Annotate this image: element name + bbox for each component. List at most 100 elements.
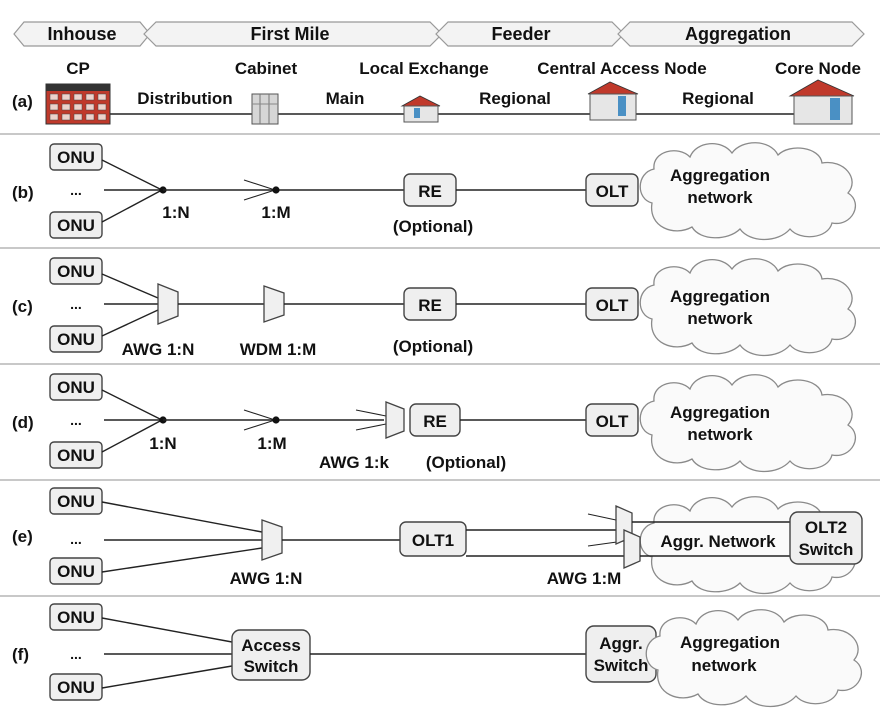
- onu-box: [49, 487, 103, 515]
- row-label-a: (a): [12, 92, 33, 111]
- ellipsis-label: ...: [70, 412, 82, 428]
- fiber-link: [101, 419, 163, 453]
- olt-box: [585, 173, 639, 207]
- ethernet-link: [101, 665, 233, 689]
- segment-aggregation: Aggregation: [685, 24, 791, 44]
- fiber-link: [101, 389, 163, 421]
- split-ratio-label: 1:M: [261, 203, 290, 222]
- onu-label: ONU: [57, 378, 95, 397]
- cabinet-label: Cabinet: [235, 59, 298, 78]
- fiber-link: [101, 159, 163, 191]
- onu-label: ONU: [57, 446, 95, 465]
- row-c: (c) ONU ... ONU AWG 1:N WDM 1:M RE (Opti…: [12, 257, 857, 359]
- core-node-label: Core Node: [775, 59, 861, 78]
- fiber-link: [101, 189, 163, 223]
- awg-multiplexer: [385, 401, 405, 439]
- splitter-fan: [243, 189, 276, 201]
- onu-label: ONU: [57, 678, 95, 697]
- fiber-link: [101, 309, 159, 337]
- row-label-f: (f): [12, 645, 29, 664]
- ellipsis-label: ...: [70, 531, 82, 547]
- central-access-node-label: Central Access Node: [537, 59, 706, 78]
- olt2-switch-box: [789, 511, 863, 565]
- cloud-label: network: [691, 656, 757, 675]
- row-label-d: (d): [12, 413, 34, 432]
- olt-label: OLT: [596, 296, 629, 315]
- awg-label: AWG 1:N: [230, 569, 303, 588]
- regional-label-2: Regional: [682, 89, 754, 108]
- ellipsis-label: ...: [70, 646, 82, 662]
- cloud-label: network: [687, 425, 753, 444]
- fiber-link: [101, 547, 263, 573]
- awg-label: AWG 1:N: [122, 340, 195, 359]
- ethernet-link: [101, 617, 233, 643]
- aggregation-cloud: [639, 374, 857, 473]
- splitter-fan: [243, 179, 276, 191]
- awg-multiplexer: [261, 519, 283, 561]
- building-icon: [45, 83, 111, 125]
- olt-box: [585, 403, 639, 437]
- segment-aggregation-chevron: [617, 21, 865, 47]
- ellipsis-label: ...: [70, 296, 82, 312]
- row-label-c: (c): [12, 297, 33, 316]
- onu-label: ONU: [57, 608, 95, 627]
- re-label: RE: [418, 182, 442, 201]
- aggregation-cloud: [639, 258, 857, 357]
- awg-multiplexer: [623, 529, 641, 569]
- cloud-label-backdrop: [648, 530, 788, 552]
- split-ratio-label: 1:M: [257, 434, 286, 453]
- row-label-e: (e): [12, 527, 33, 546]
- cloud-label: Aggregation: [670, 287, 770, 306]
- segment-first-mile: First Mile: [250, 24, 329, 44]
- optional-label: (Optional): [393, 337, 473, 356]
- onu-box: [49, 673, 103, 701]
- split-ratio-label: 1:N: [162, 203, 189, 222]
- cloud-label: Aggregation: [670, 166, 770, 185]
- onu-label: ONU: [57, 492, 95, 511]
- segment-header: Inhouse First Mile Feeder Aggregation: [13, 21, 865, 47]
- row-b: (b) ONU ... ONU 1:N 1:M RE (Optional) OL…: [12, 142, 857, 241]
- onu-box: [49, 557, 103, 585]
- wdm-multiplexer: [263, 285, 285, 323]
- splitter-fan: [243, 419, 276, 431]
- awg-label: AWG 1:k: [319, 453, 389, 472]
- cp-label: CP: [66, 59, 90, 78]
- splitter-fan: [243, 409, 276, 421]
- olt2-label: OLT2: [805, 518, 847, 537]
- awg-fan: [587, 513, 617, 521]
- optional-label: (Optional): [426, 453, 506, 472]
- onu-label: ONU: [57, 216, 95, 235]
- olt1-label: OLT1: [412, 531, 454, 550]
- re-label: RE: [423, 412, 447, 431]
- cabinet-icon: [251, 93, 279, 125]
- onu-box: [49, 143, 103, 171]
- fiber-link: [101, 273, 159, 299]
- regional-label-1: Regional: [479, 89, 551, 108]
- optional-label: (Optional): [393, 217, 473, 236]
- awg-fan: [355, 409, 387, 417]
- splitter-node: [272, 416, 280, 424]
- split-ratio-label: 1:N: [149, 434, 176, 453]
- olt2-switch-label: Switch: [799, 540, 854, 559]
- distribution-label: Distribution: [137, 89, 232, 108]
- onu-box: [49, 257, 103, 285]
- row-label-b: (b): [12, 183, 34, 202]
- segment-feeder: Feeder: [491, 24, 550, 44]
- ellipsis-label: ...: [70, 182, 82, 198]
- olt1-box: [399, 521, 467, 557]
- onu-label: ONU: [57, 330, 95, 349]
- aggr-switch-label: Switch: [594, 656, 649, 675]
- access-switch-label: Switch: [244, 657, 299, 676]
- awg-multiplexer: [157, 283, 179, 325]
- access-switch-box: [231, 629, 311, 681]
- onu-box: [49, 211, 103, 239]
- olt-box: [585, 287, 639, 321]
- fiber-link: [101, 501, 263, 533]
- row-d: (d) ONU ... ONU 1:N 1:M AWG 1:k RE (Opti…: [12, 373, 857, 473]
- cloud-label: Aggr. Network: [660, 532, 776, 551]
- row-e: (e) ONU ... ONU AWG 1:N OLT1 Aggr. Netwo…: [12, 487, 863, 595]
- row-a: (a) CP Cabinet Local Exchange Central Ac…: [12, 59, 861, 125]
- olt-label: OLT: [596, 182, 629, 201]
- local-exchange-icon: [400, 95, 441, 123]
- splitter-node: [272, 186, 280, 194]
